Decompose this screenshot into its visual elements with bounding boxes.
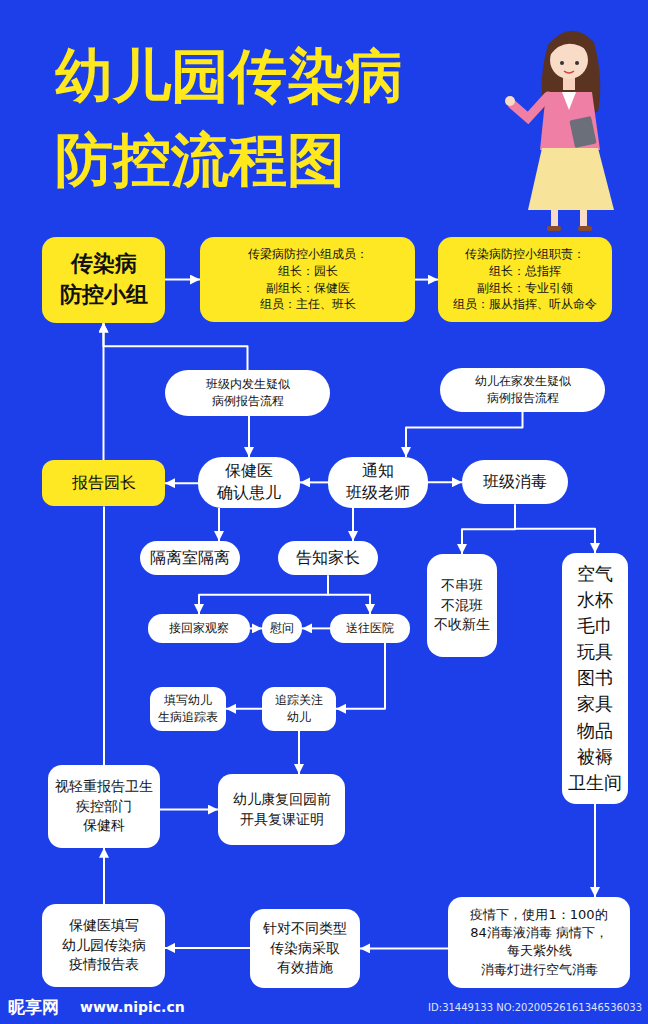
flow-arrow <box>199 575 328 614</box>
node-text: 疫情下，使用1：100的 84消毒液消毒 病情下，每天紫外线 消毒灯进行空气消毒 <box>456 906 622 979</box>
node-text: 组员：服从指挥、听从命令 <box>446 296 604 313</box>
node-text: 组员：主任、班长 <box>208 296 407 313</box>
flow-arrow <box>250 627 262 629</box>
process-box: 针对不同类型 传染病采取 有效措施 <box>250 909 360 988</box>
process-box: 接回家观察 <box>148 614 250 643</box>
process-box: 保健医填写 幼儿园传染病 疫情报告表 <box>42 904 165 987</box>
process-box: 班级消毒 <box>462 460 568 504</box>
node-text: 视轻重报告卫生 疾控部门 保健科 <box>54 777 154 836</box>
flow-arrow <box>103 323 105 460</box>
process-box: 隔离室隔离 <box>140 541 240 575</box>
watermark-id: ID:31449133 NO:20200526161346536033 <box>428 1002 642 1013</box>
node-text: 班级消毒 <box>470 471 560 493</box>
flow-arrow <box>165 482 198 484</box>
flow-arrow <box>352 508 354 541</box>
node-text: 幼儿在家发生疑似 病例报告流程 <box>452 373 593 407</box>
process-box: 送往医院 <box>330 614 410 643</box>
flow-arrow <box>248 416 250 457</box>
highlight-box: 传染病 防控小组 <box>42 237 165 323</box>
flow-arrow <box>428 481 462 483</box>
flow-arrow <box>218 508 220 541</box>
node-text: 副组长：专业引领 <box>446 280 604 297</box>
watermark-logo: 昵享网 <box>8 996 59 1019</box>
flow-arrow <box>104 323 248 370</box>
flow-arrow <box>462 504 515 554</box>
highlight-box: 传染病防控小组职责：组长：总指挥副组长：专业引领组员：服从指挥、听从命令 <box>438 237 612 322</box>
flow-arrow <box>165 947 250 949</box>
process-box: 慰问 <box>262 614 302 643</box>
node-text: 报告园长 <box>50 472 157 494</box>
process-box: 追踪关注 幼儿 <box>262 687 336 731</box>
process-box: 幼儿在家发生疑似 病例报告流程 <box>440 368 605 412</box>
teacher-figure <box>505 31 614 231</box>
flow-arrow <box>103 848 105 904</box>
node-text: 送往医院 <box>336 620 404 637</box>
node-text: 通知 班级老师 <box>336 460 420 505</box>
node-text: 空气 水杯 毛巾 玩具 图书 家具 物品 被褥 卫生间 <box>568 561 622 796</box>
flow-arrow <box>165 279 200 281</box>
flow-arrow <box>300 481 328 483</box>
node-text: 副组长：保健医 <box>208 280 407 297</box>
flow-arrow <box>515 504 595 553</box>
process-box: 告知家长 <box>278 541 378 575</box>
node-text: 针对不同类型 传染病采取 有效措施 <box>256 919 354 978</box>
node-text: 组长：总指挥 <box>446 263 604 280</box>
flow-arrow <box>360 947 448 949</box>
flow-arrow <box>160 809 218 811</box>
node-text: 隔离室隔离 <box>148 547 232 569</box>
node-text: 追踪关注 幼儿 <box>267 692 331 726</box>
flow-arrow <box>328 575 370 614</box>
node-text: 班级内发生疑似 病例报告流程 <box>177 376 318 410</box>
flow-arrow <box>594 804 596 897</box>
node-text: 接回家观察 <box>154 620 244 637</box>
node-text: 组长：园长 <box>208 263 407 280</box>
process-box: 视轻重报告卫生 疾控部门 保健科 <box>48 765 160 848</box>
process-box: 通知 班级老师 <box>328 457 428 508</box>
node-text: 保健医 确认患儿 <box>206 460 292 505</box>
highlight-box: 报告园长 <box>42 460 165 506</box>
node-text: 传染病 防控小组 <box>50 249 157 311</box>
node-text: 不串班 不混班 不收新生 <box>433 576 491 635</box>
process-box: 疫情下，使用1：100的 84消毒液消毒 病情下，每天紫外线 消毒灯进行空气消毒 <box>448 897 630 988</box>
watermark-url: www.nipic.cn <box>80 999 185 1015</box>
process-box: 班级内发生疑似 病例报告流程 <box>165 370 330 416</box>
process-box: 保健医 确认患儿 <box>198 457 300 508</box>
title: 幼儿园传染病 防控流程图 <box>55 34 455 202</box>
flow-arrow <box>226 708 262 710</box>
node-text: 慰问 <box>266 620 298 637</box>
flow-arrow <box>336 643 385 709</box>
node-text: 传染病防控小组职责： <box>446 246 604 263</box>
node-text: 保健医填写 幼儿园传染病 疫情报告表 <box>50 916 157 975</box>
flow-arrow <box>298 731 300 774</box>
process-box: 幼儿康复回园前 开具复课证明 <box>218 774 345 845</box>
process-box: 填写幼儿 生病追踪表 <box>150 687 226 731</box>
node-text: 幼儿康复回园前 开具复课证明 <box>226 790 337 829</box>
flow-arrow <box>103 506 105 765</box>
node-text: 传梁病防控小组成员： <box>208 246 407 263</box>
highlight-box: 传梁病防控小组成员：组长：园长副组长：保健医组员：主任、班长 <box>200 237 415 322</box>
flow-arrow <box>415 279 438 281</box>
flow-arrow <box>406 412 523 457</box>
process-box: 空气 水杯 毛巾 玩具 图书 家具 物品 被褥 卫生间 <box>562 553 628 804</box>
flow-arrow <box>302 627 330 629</box>
node-text: 填写幼儿 生病追踪表 <box>155 692 221 726</box>
node-text: 告知家长 <box>286 547 370 569</box>
process-box: 不串班 不混班 不收新生 <box>427 554 497 657</box>
